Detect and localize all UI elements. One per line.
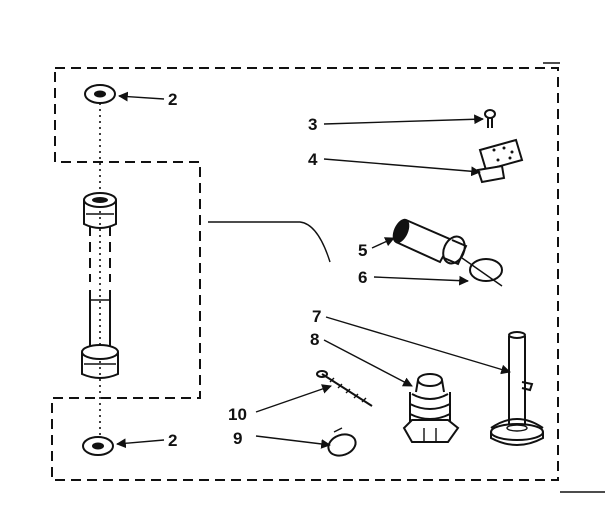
spring-pin (316, 370, 373, 407)
callout-ring: 6 (358, 268, 367, 287)
callout-screw: 3 (308, 115, 317, 134)
ring (461, 257, 503, 287)
callout-spring-pin: 10 (228, 405, 247, 424)
shaft-assembly (81, 192, 119, 379)
guide-line (208, 221, 331, 263)
pin-post (490, 331, 544, 446)
callout-spring-nut: 8 (310, 330, 319, 349)
clip (476, 138, 524, 184)
bushing (392, 218, 468, 266)
spring-nut (402, 373, 460, 443)
callout-snap-ring: 9 (233, 429, 242, 448)
washer-bottom (82, 436, 114, 456)
callout-pin-post: 7 (312, 307, 321, 326)
snap-ring (327, 427, 357, 457)
callout-clip: 4 (308, 150, 318, 169)
assembly-outline (51, 62, 605, 493)
callout-washer-top: 2 (168, 90, 177, 109)
screw (484, 109, 496, 128)
leader-lines (116, 91, 511, 449)
callout-washer-bottom: 2 (168, 431, 177, 450)
washer-top (84, 84, 116, 104)
callout-bushing: 5 (358, 241, 367, 260)
